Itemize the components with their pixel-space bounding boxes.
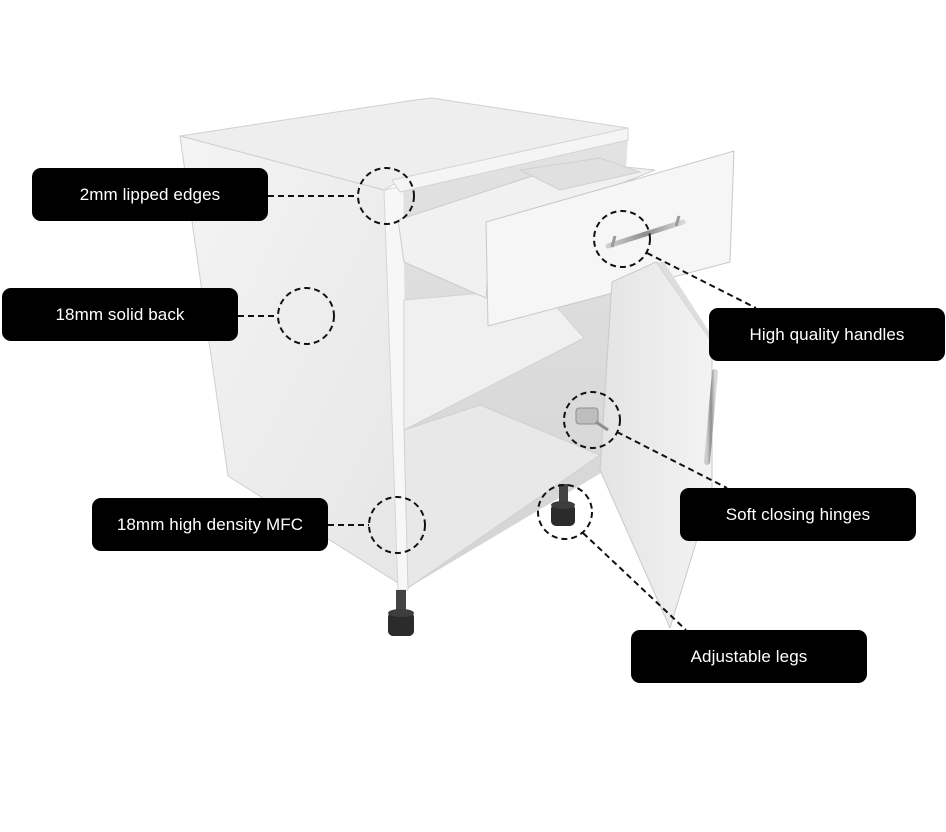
label-legs: Adjustable legs — [631, 630, 867, 683]
drawer — [397, 150, 735, 327]
label-solid-back: 18mm solid back — [2, 288, 238, 341]
front-leg — [388, 590, 414, 636]
marker-hinges — [563, 391, 728, 489]
hinge — [575, 407, 609, 432]
marker-legs — [537, 484, 687, 631]
label-lipped-edges: 2mm lipped edges — [32, 168, 268, 221]
marker-handles — [593, 210, 757, 309]
cabinet-top-rail — [391, 127, 629, 193]
drawer-inner — [518, 157, 642, 191]
door-edge — [656, 262, 716, 342]
marker-solid-back — [238, 287, 335, 345]
cabinet-base — [403, 404, 602, 589]
drawer-front — [485, 150, 735, 327]
door-handle — [704, 369, 718, 465]
label-high-density-mfc: 18mm high density MFC — [92, 498, 328, 551]
label-handles: High quality handles — [709, 308, 945, 361]
label-hinges: Soft closing hinges — [680, 488, 916, 541]
drawer-handle — [605, 215, 686, 249]
cabinet-body — [179, 97, 629, 591]
legs — [388, 484, 575, 636]
marker-high-density-mfc — [328, 496, 426, 554]
callout-markers — [238, 167, 757, 631]
marker-lipped-edges — [268, 167, 415, 225]
back-leg — [551, 484, 575, 526]
